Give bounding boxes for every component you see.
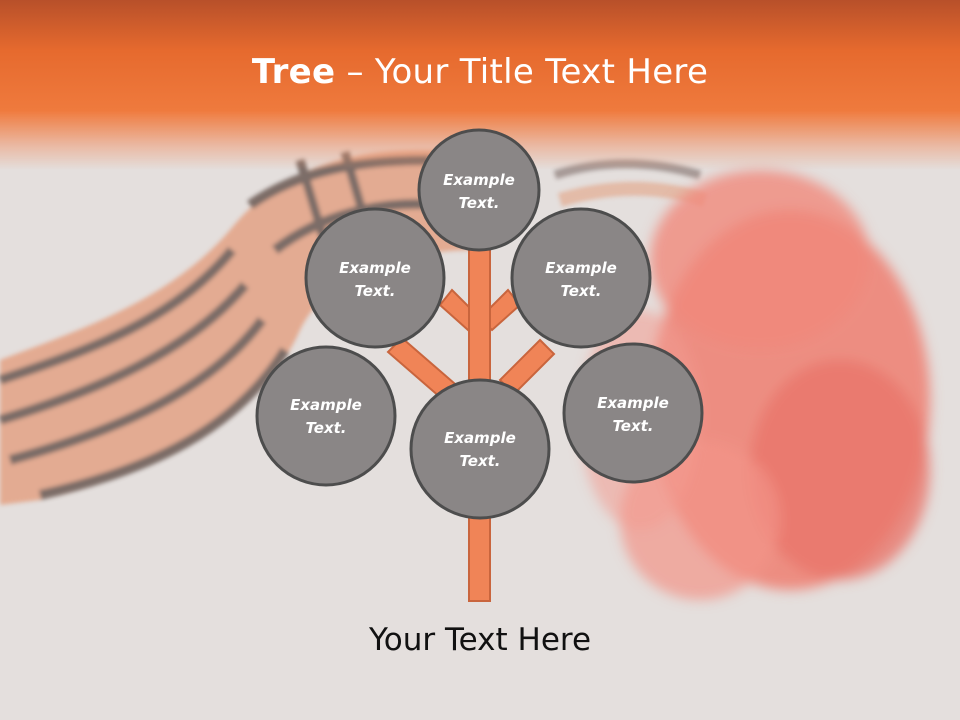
title-dash: – bbox=[335, 52, 375, 92]
node-upper-left[interactable] bbox=[304, 207, 446, 349]
node-lower-left[interactable] bbox=[255, 345, 397, 487]
node-upper-right[interactable] bbox=[510, 207, 652, 349]
node-upper-right-line1: Example bbox=[545, 259, 617, 277]
node-top-line1: Example bbox=[443, 171, 515, 189]
node-upper-right-line2: Text. bbox=[560, 282, 601, 300]
node-center[interactable] bbox=[409, 378, 551, 520]
node-lower-left-line2: Text. bbox=[305, 419, 346, 437]
slide-title: Tree – Your Title Text Here bbox=[0, 52, 960, 92]
node-labels: Example Text. Example Text. Example Text… bbox=[290, 171, 669, 470]
title-bold: Tree bbox=[251, 52, 336, 92]
node-lower-right[interactable] bbox=[562, 342, 704, 484]
node-lower-left-line1: Example bbox=[290, 396, 362, 414]
node-center-line1: Example bbox=[444, 429, 516, 447]
node-lower-right-line1: Example bbox=[597, 394, 669, 412]
node-upper-left-line2: Text. bbox=[354, 282, 395, 300]
node-top[interactable] bbox=[417, 128, 541, 252]
node-center-line2: Text. bbox=[459, 452, 500, 470]
tree-nodes bbox=[255, 128, 704, 520]
slide-caption: Your Text Here bbox=[368, 622, 592, 658]
title-text: Your Title Text Here bbox=[374, 52, 709, 92]
node-top-line2: Text. bbox=[458, 194, 499, 212]
node-upper-left-line1: Example bbox=[339, 259, 411, 277]
node-lower-right-line2: Text. bbox=[612, 417, 653, 435]
